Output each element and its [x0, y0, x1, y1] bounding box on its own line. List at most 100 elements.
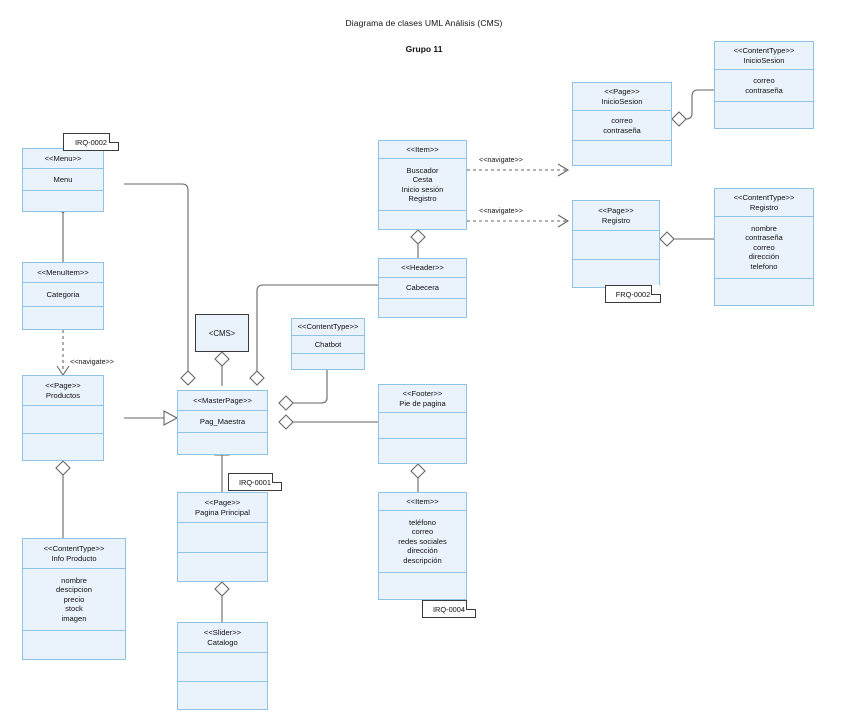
class-page-registro-header-band: <<Page>> Registro: [573, 201, 659, 231]
class-cms[interactable]: <CMS>: [195, 314, 249, 352]
diamond-cms-masterpage: [214, 351, 230, 367]
diamond-menu-masterpage: [180, 370, 196, 386]
edge-chatbot-masterpage: [286, 370, 328, 404]
class-footer-attrs-band: [379, 413, 466, 439]
class-info-producto-header-band: <<ContentType>> Info Producto: [23, 539, 125, 569]
diamond-chatbot-masterpage: [278, 395, 294, 411]
class-productos-ops-band: [23, 434, 103, 462]
diamond-footer-masterpage: [278, 414, 294, 430]
class-menuitem-ops-band: [23, 307, 103, 331]
class-page-iniciosesion-header-band: <<Page>> InicioSesion: [573, 83, 671, 111]
note-fold-icon: [109, 133, 119, 143]
attr-correo: correo: [411, 527, 434, 537]
class-masterpage[interactable]: <<MasterPage>> Pag_Maestra: [177, 390, 268, 455]
attr-telefono: teléfono: [408, 517, 437, 527]
class-productos-attrs-band: [23, 406, 103, 434]
page-subtitle: Grupo 11: [405, 44, 443, 54]
class-info-producto-ops-band: [23, 631, 125, 661]
attr-precio: precio: [63, 594, 85, 604]
attr-contrasena: contraseña: [603, 125, 641, 135]
class-slider-header-band: <<Slider>> Catalogo: [178, 623, 267, 653]
class-slider-ops-band: [178, 682, 267, 711]
note-irq-0004-text: IRQ-0004: [432, 604, 466, 614]
note-irq-0004[interactable]: IRQ-0004: [422, 600, 476, 618]
class-footer[interactable]: <<Footer>> Pie de pagina: [378, 384, 467, 464]
attr-contrasena: contraseña: [745, 85, 783, 95]
diamond-productos-infoproducto: [55, 460, 71, 476]
class-contenttype-registro-header-band: <<ContentType>> Registro: [715, 189, 813, 217]
class-pagina-principal[interactable]: <<Page>> Pagina Principal: [177, 492, 268, 582]
attr-nombre: nombre: [751, 223, 777, 233]
attr-direccion: dirección: [748, 252, 780, 262]
attr-descripcion: descripción: [403, 555, 442, 565]
class-page-iniciosesion-ops-band: [573, 141, 671, 167]
attr-imagen: imagen: [61, 613, 87, 623]
diagram-title-block: Diagrama de clases UML Análisis (CMS) Gr…: [0, 18, 848, 54]
class-header-name-band: Cabecera: [379, 278, 466, 299]
diamond-header-masterpage: [249, 370, 265, 386]
class-page-iniciosesion[interactable]: <<Page>> InicioSesion correo contraseña: [572, 82, 672, 166]
edge-label-navigate-item-registro: <<navigate>>: [479, 206, 523, 215]
class-contenttype-registro-ops-band: [715, 279, 813, 307]
note-irq-0001-text: IRQ-0001: [238, 477, 272, 487]
class-contenttype-iniciosesion-ops-band: [715, 102, 813, 130]
class-pagina-principal-ops-band: [178, 553, 267, 583]
attr-correo: correo: [753, 242, 775, 252]
class-header-ops-band: [379, 299, 466, 319]
class-productos[interactable]: <<Page>> Productos: [22, 375, 104, 461]
class-cms-label: <CMS>: [208, 328, 236, 338]
note-fold-icon: [651, 285, 661, 295]
class-chatbot-name-band: Chatbot: [292, 336, 364, 354]
class-item-footer[interactable]: <<Item>> teléfono correo redes sociales …: [378, 492, 467, 600]
attr-inicio-sesion: Inicio sesión: [401, 184, 444, 194]
class-masterpage-name-band: Pag_Maestra: [178, 411, 267, 433]
class-slider[interactable]: <<Slider>> Catalogo: [177, 622, 268, 710]
note-frq-0002[interactable]: FRQ-0002: [605, 285, 661, 303]
class-menuitem-name-band: Categoria: [23, 283, 103, 307]
class-chatbot-ops-band: [292, 354, 364, 371]
class-menu[interactable]: <<Menu>> Menu: [22, 148, 104, 212]
class-chatbot-stereotype-band: <<ContentType>>: [292, 319, 364, 336]
class-info-producto[interactable]: <<ContentType>> Info Producto nombre des…: [22, 538, 126, 660]
attr-nombre: nombre: [61, 575, 87, 585]
diamond-footer-itemfooter: [410, 463, 426, 479]
class-contenttype-iniciosesion[interactable]: <<ContentType>> InicioSesion correo cont…: [714, 41, 814, 129]
class-menu-ops-band: [23, 191, 103, 213]
edge-label-navigate-item-iniciosesion: <<navigate>>: [479, 155, 523, 164]
class-page-registro-attrs-band: [573, 231, 659, 260]
arrow-item-paginicio: [557, 163, 570, 177]
class-item-header-ops-band: [379, 211, 466, 231]
class-item-footer-ops-band: [379, 573, 466, 601]
attr-cesta: Cesta: [412, 175, 433, 185]
attr-descipcion: descipcion: [56, 585, 92, 595]
class-pagina-principal-attrs-band: [178, 523, 267, 553]
note-fold-icon: [466, 600, 476, 610]
arrow-item-pagregistro: [557, 214, 570, 228]
diamond-pagregistro-ctregistro: [659, 231, 675, 247]
class-menuitem[interactable]: <<MenuItem>> Categoria: [22, 262, 104, 330]
edge-paginicio-ctinicio: [685, 89, 714, 120]
class-header[interactable]: <<Header>> Cabecera: [378, 258, 467, 318]
attr-correo: correo: [753, 76, 775, 86]
page-title: Diagrama de clases UML Análisis (CMS): [345, 18, 503, 28]
diamond-paginicio-ctinicio: [671, 111, 687, 127]
class-chatbot[interactable]: <<ContentType>> Chatbot: [291, 318, 365, 370]
class-info-producto-attrs-band: nombre descipcion precio stock imagen: [23, 569, 125, 631]
note-frq-0002-text: FRQ-0002: [615, 289, 651, 299]
note-irq-0002-text: IRQ-0002: [74, 137, 108, 147]
class-contenttype-registro[interactable]: <<ContentType>> Registro nombre contrase…: [714, 188, 814, 306]
attr-registro: Registro: [408, 193, 437, 203]
class-menu-stereotype-band: <<Menu>>: [23, 149, 103, 169]
edge-label-navigate-menuitem-productos: <<navigate>>: [70, 357, 114, 366]
note-irq-0002[interactable]: IRQ-0002: [63, 133, 119, 151]
class-item-header[interactable]: <<Item>> Buscador Cesta Inicio sesión Re…: [378, 140, 467, 230]
class-page-iniciosesion-attrs-band: correo contraseña: [573, 111, 671, 141]
attr-redes-sociales: redes sociales: [398, 536, 447, 546]
class-productos-header-band: <<Page>> Productos: [23, 376, 103, 406]
class-footer-header-band: <<Footer>> Pie de pagina: [379, 385, 466, 413]
edge-menu-masterpage: [124, 183, 189, 371]
class-header-stereotype-band: <<Header>>: [379, 259, 466, 278]
class-page-registro[interactable]: <<Page>> Registro: [572, 200, 660, 288]
note-irq-0001[interactable]: IRQ-0001: [228, 473, 282, 491]
